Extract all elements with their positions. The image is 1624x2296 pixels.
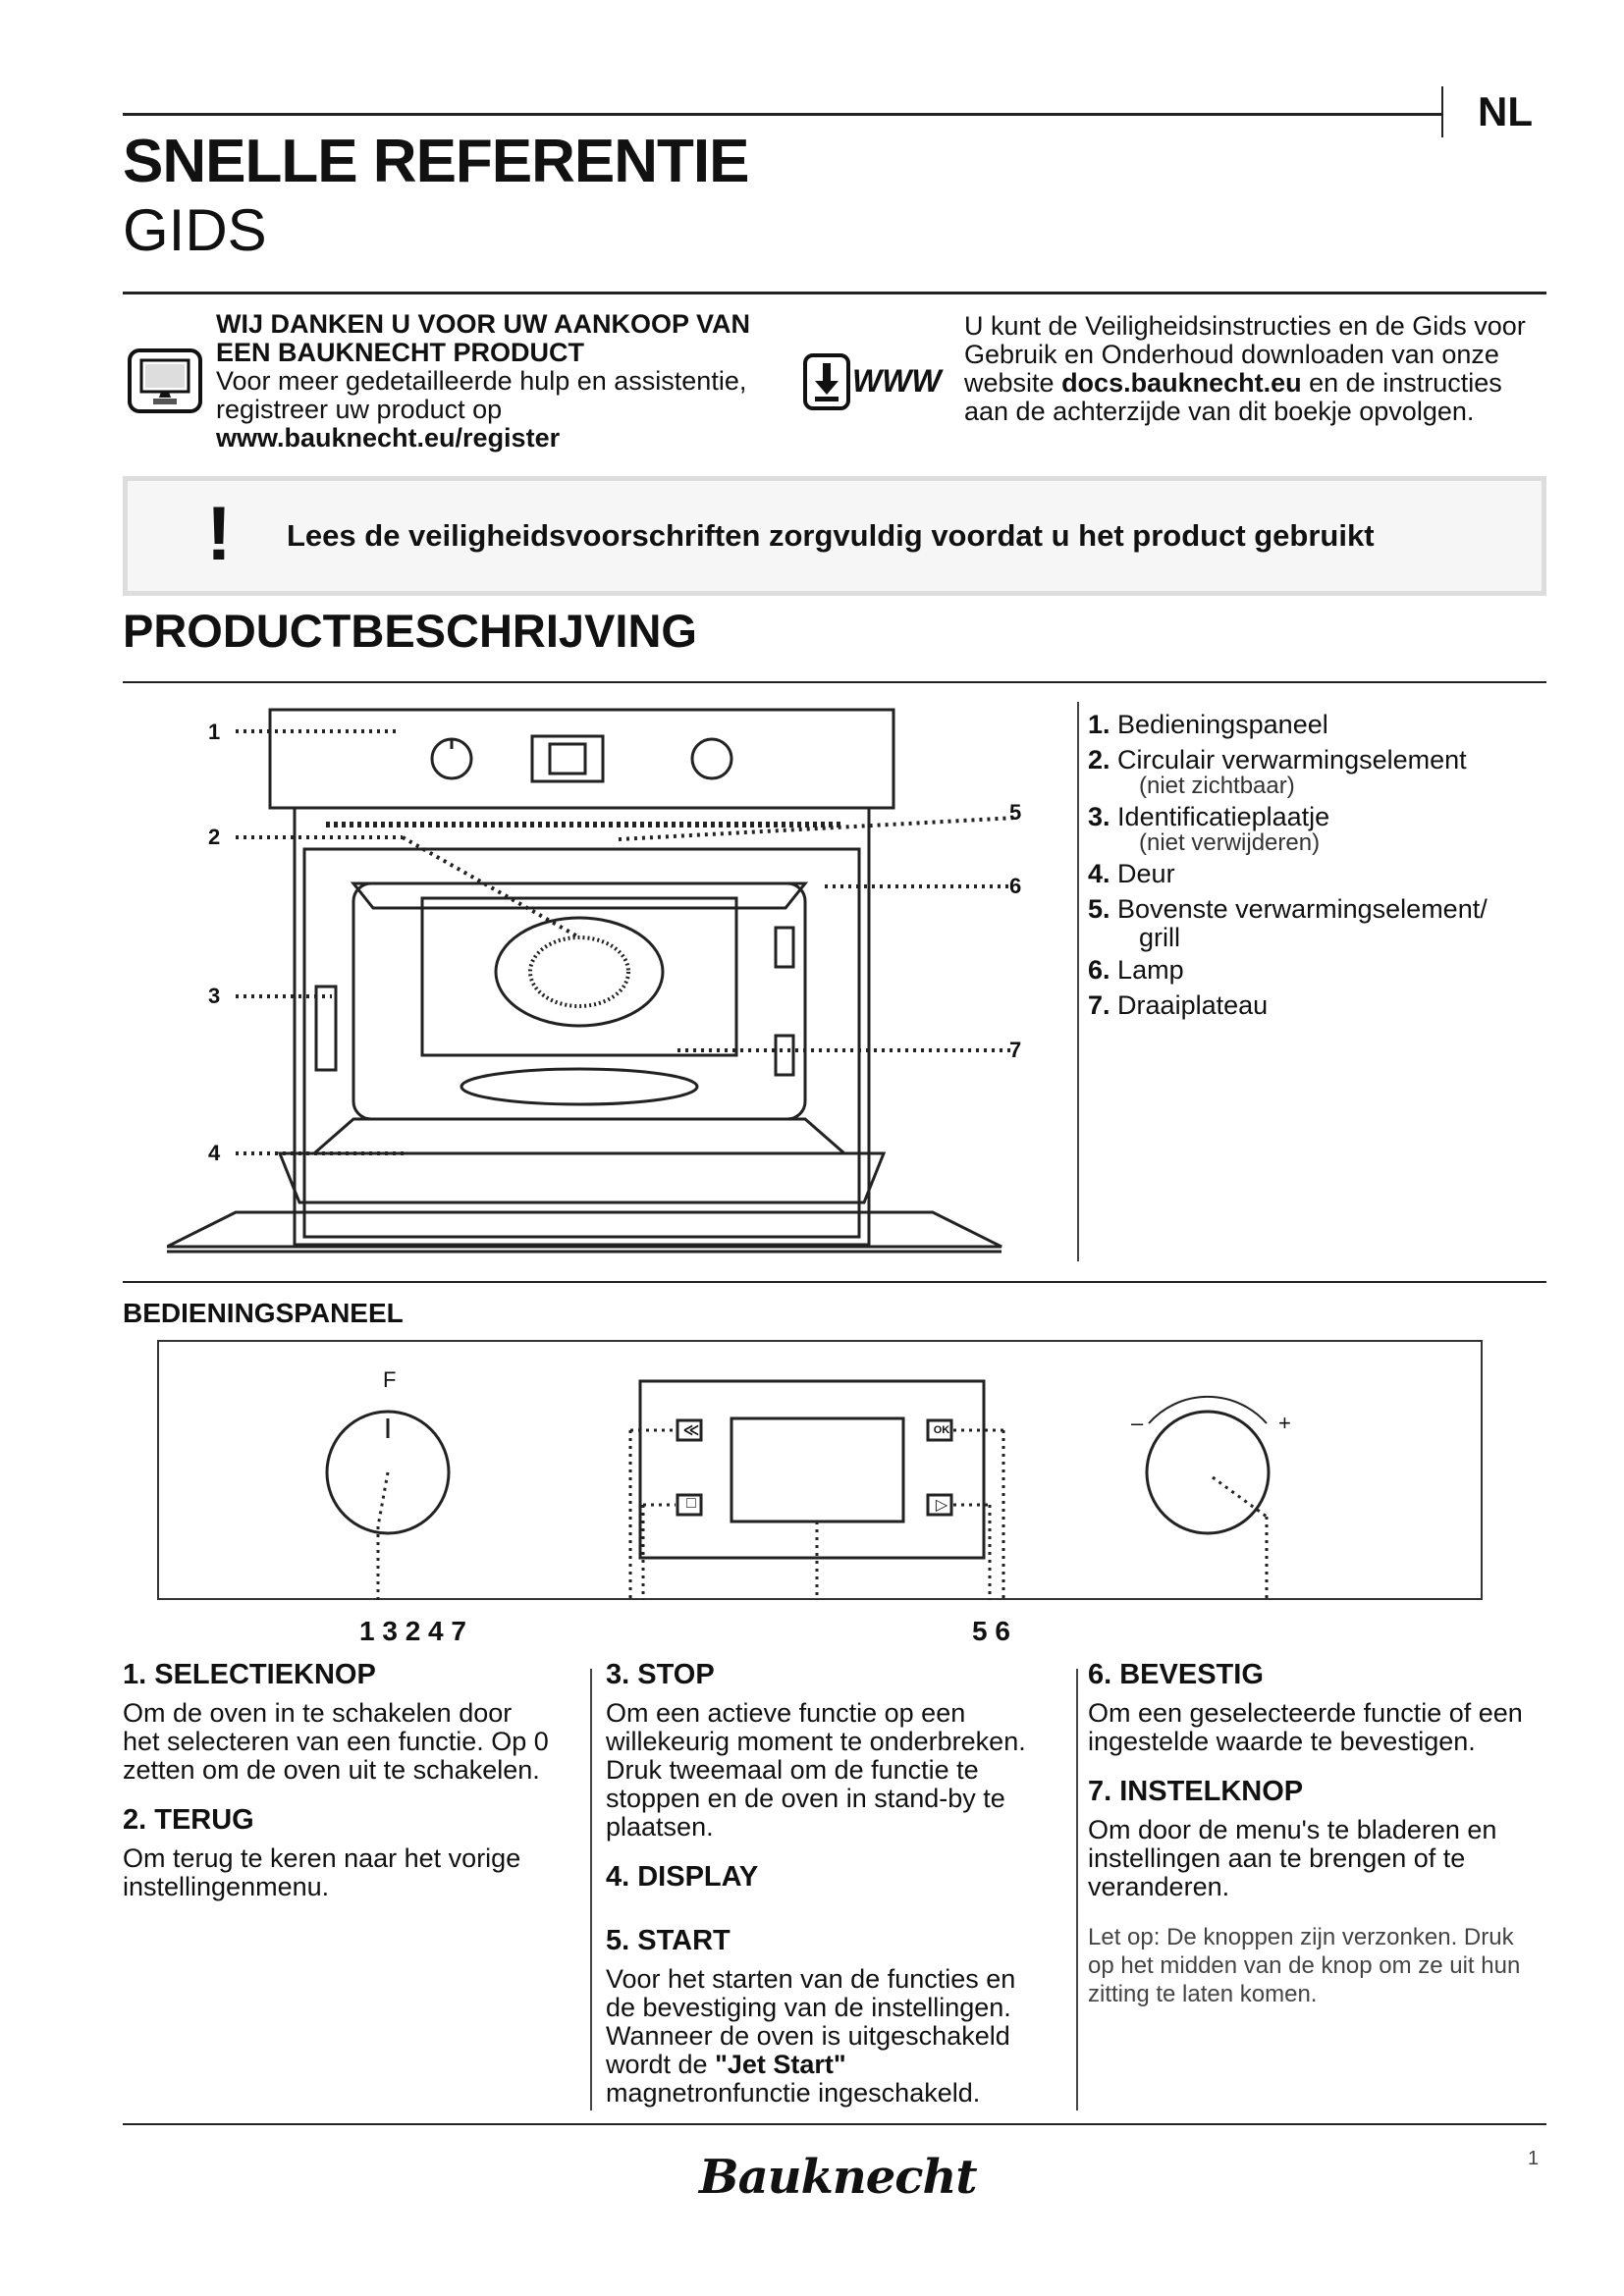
product-heading: PRODUCTBESCHRIJVING [123,605,697,657]
selector-knob[interactable] [390,1411,391,1412]
page-title: SNELLE REFERENTIE [123,128,750,195]
stop-button[interactable]: □ [686,1495,696,1512]
callout-3: 3 [208,984,221,1008]
callout-2: 2 [208,825,221,849]
instelknop-title: 7. INSTELKNOP [1088,1776,1304,1807]
page-number: 1 [1528,2148,1540,2169]
description-column-2: 3. STOP Om een actieve functie op een wi… [606,1661,1038,2129]
legend-item: 5. Bovenste verwarmingselement/grill [1088,894,1488,952]
header-divider [1441,86,1443,137]
selectieknop-title: 1. SELECTIEKNOP [123,1659,376,1690]
legend-item: 7. Draaiplateau [1088,990,1269,1020]
bauknecht-logo: Bauknecht [699,2150,978,2205]
callout-7: 7 [1009,1038,1022,1062]
download-text-2: en de instructies aan de achterzijde van… [964,368,1502,426]
start-text: Voor het starten van de functies en de b… [606,1964,1016,2108]
adjust-knob-minus: – [1131,1411,1144,1435]
terug-text: Om terug te keren naar het vorige instel… [123,1843,521,1901]
panel-rule [123,1281,1546,1283]
docs-link[interactable]: docs.bauknecht.eu [1061,368,1302,398]
oven-diagram: 1 2 3 4 5 6 7 [166,702,1031,1266]
download-info: U kunt de Veiligheidsinstructies en de G… [964,312,1543,426]
legend-item: 1. Bedieningspaneel [1088,710,1328,739]
component-legend: 1. Bedieningspaneel 2. Circulair verwarm… [1088,707,1488,1023]
instelknop-text: Om door de menu's te bladeren en instell… [1088,1815,1497,1901]
legend-item: 4. Deur [1088,859,1175,888]
bevestig-title: 6. BEVESTIG [1088,1659,1264,1690]
adjust-knob-plus: + [1278,1411,1291,1435]
column-divider [1076,1669,1078,2110]
title-rule [123,292,1546,294]
back-button[interactable]: ≪ [682,1422,700,1439]
product-rule [123,681,1546,683]
download-text: U kunt de Veiligheidsinstructies en de G… [964,311,1526,398]
computer-monitor-icon [128,348,202,413]
callout-6: 6 [1009,874,1022,898]
language-label: NL [1478,88,1533,134]
legend-item: 3. Identificatieplaatje(niet verwijderen… [1088,802,1330,856]
panel-numbers-right: 5 6 [972,1616,1010,1646]
register-info: WIJ DANKEN U VOOR UW AANKOOP VAN EEN BAU… [216,310,766,453]
stop-title: 3. STOP [606,1659,715,1690]
page-subtitle: GIDS [123,197,267,263]
safety-warning-box: ! Lees de veiligheidsvoorschriften zorgv… [123,476,1546,596]
description-column-1: 1. SELECTIEKNOP Om de oven in te schakel… [123,1661,555,1923]
display-title: 4. DISPLAY [606,1861,759,1893]
bevestig-text: Om een geselecteerde functie of een inge… [1088,1698,1523,1756]
stop-text: Om een actieve functie op een willekeuri… [606,1698,1026,1842]
description-column-3: 6. BEVESTIG Om een geselecteerde functie… [1088,1661,1540,2008]
www-label: WWW [852,363,942,399]
callout-5: 5 [1009,800,1022,825]
callout-4: 4 [208,1141,221,1165]
thanks-heading-2: EEN BAUKNECHT PRODUCT [216,338,585,367]
legend-item: 2. Circulair verwarmingselement(niet zic… [1088,745,1467,799]
function-knob-label: F [383,1367,397,1392]
legend-item: 6. Lamp [1088,955,1184,985]
download-www-icon: WWW [803,353,950,410]
control-panel-diagram: F ≪ OK □ ▷ – + [157,1340,1483,1600]
exclamation-icon: ! [206,490,232,576]
column-divider [590,1669,592,2110]
legend-divider [1077,702,1079,1261]
register-link[interactable]: www.bauknecht.eu/register [216,423,561,453]
panel-numbers-left: 1 3 2 4 7 [359,1616,466,1646]
knob-note: Let op: De knoppen zijn verzonken. Druk … [1088,1924,1521,2007]
ok-button[interactable]: OK [933,1424,950,1436]
terug-title: 2. TERUG [123,1804,254,1836]
panel-heading: BEDIENINGSPANEEL [123,1298,404,1328]
top-rule [123,113,1443,116]
start-button[interactable]: ▷ [935,1497,948,1514]
start-title: 5. START [606,1925,731,1956]
callout-1: 1 [208,720,221,744]
thanks-heading: WIJ DANKEN U VOOR UW AANKOOP VAN [216,309,751,339]
selectieknop-text: Om de oven in te schakelen door het sele… [123,1698,549,1785]
warning-text: Lees de veiligheidsvoorschriften zorgvul… [287,518,1375,553]
register-text: Voor meer gedetailleerde hulp en assiste… [216,366,747,424]
footer-rule [123,2123,1546,2125]
